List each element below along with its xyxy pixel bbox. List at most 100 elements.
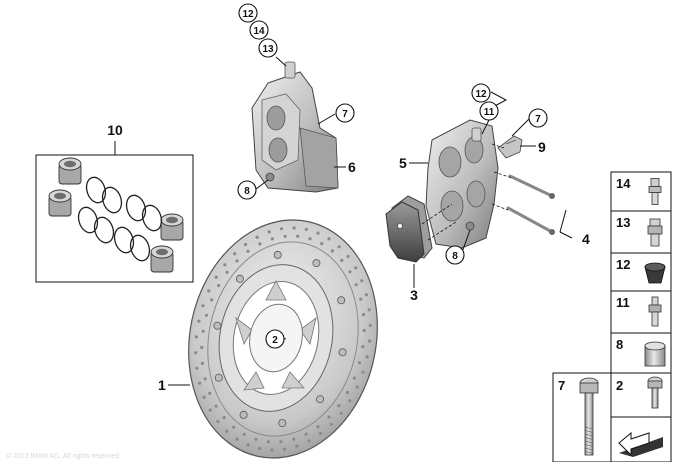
disc-hole	[202, 395, 206, 399]
disc-hole	[267, 230, 271, 234]
disc-hole	[354, 283, 358, 287]
disc-rivet	[312, 259, 321, 268]
callouts: 1 2 3 4 5 6 7 7 8 8 9 10 12 11 12 14 13	[107, 3, 590, 393]
piston	[160, 213, 184, 241]
disc-hole	[320, 242, 324, 246]
disc-hole	[194, 335, 198, 339]
disc-hole	[362, 328, 366, 333]
disc-hole	[201, 304, 205, 308]
disc-hole	[225, 429, 229, 433]
o-ring	[85, 176, 107, 204]
disc-hole	[308, 237, 312, 241]
disc-hole	[304, 227, 308, 231]
disc-hole	[235, 259, 239, 263]
disc-hole	[223, 263, 227, 267]
seal-kit-parts	[48, 157, 184, 273]
disc-hole	[292, 226, 296, 230]
disc-hole	[225, 270, 229, 274]
callout-3: 3	[410, 287, 418, 303]
disc-hole	[316, 231, 320, 235]
disc-hole	[232, 425, 236, 429]
disc-rivet	[213, 321, 222, 330]
caliper-right	[425, 119, 499, 249]
direction-arrow-icon	[618, 431, 663, 457]
caliper-left	[251, 61, 339, 193]
brake-pads	[385, 195, 433, 263]
disc-hole	[254, 437, 258, 441]
callout-11-right: 11	[484, 107, 495, 118]
disc-hole	[368, 323, 372, 327]
disc-hole	[200, 361, 205, 365]
disc-hole	[198, 381, 202, 385]
disc-hole	[216, 419, 220, 424]
callout-13-left: 13	[262, 44, 274, 55]
disc-hole	[270, 237, 274, 241]
disc-hole	[361, 370, 365, 374]
disc-carrier	[218, 264, 334, 412]
disc-hole	[242, 432, 246, 436]
thumb-label: 13	[616, 215, 630, 230]
disc-hole	[208, 391, 212, 395]
bush-sleeve-icon	[644, 341, 666, 367]
disc-rivet	[278, 419, 287, 428]
disc-hole	[304, 432, 308, 436]
disc-hole	[214, 404, 218, 408]
disc-rivet	[337, 296, 346, 305]
thumb-label: 11	[616, 295, 630, 310]
disc-hole	[364, 293, 368, 297]
disc-hole	[354, 266, 358, 270]
guide-pins	[506, 174, 555, 235]
piston	[48, 189, 72, 217]
disc-hole	[355, 385, 359, 389]
thumb-bush-sleeve: 8	[610, 332, 672, 374]
disc-hole	[352, 376, 356, 380]
disc-hole	[346, 254, 350, 259]
thumb-hollow-banjo-bolt: 14	[610, 171, 672, 212]
disc-hole	[204, 313, 209, 317]
callout-12-left: 12	[242, 9, 254, 20]
disc-hole	[258, 447, 262, 451]
disc-hole	[280, 227, 284, 231]
disc-hole	[295, 444, 299, 448]
disc-hole	[200, 345, 204, 350]
torx-screw-icon	[579, 377, 599, 456]
thumb-label: 2	[616, 378, 623, 393]
brake-disc	[188, 219, 378, 459]
thumb-bleed-screw: 11	[610, 290, 672, 334]
watermark: © 2013 BMW AG, All rights reserved	[6, 452, 119, 460]
disc-hole	[329, 422, 333, 426]
disc-hole	[208, 408, 212, 412]
piston	[150, 245, 174, 273]
thumb-label: 7	[558, 378, 565, 393]
disc-hole	[270, 448, 274, 452]
disc-rivet	[338, 348, 347, 357]
disc-hole	[318, 431, 323, 436]
thumb-disc-bolt: 2	[610, 372, 672, 418]
disc-hole	[217, 283, 221, 288]
disc-hole	[266, 440, 270, 444]
disc-hole	[348, 399, 352, 403]
disc-hole	[283, 234, 287, 238]
disc-hole	[201, 329, 205, 333]
seal-kit-box	[35, 141, 194, 283]
disc-hole	[207, 289, 211, 293]
bleed-valve-icon	[647, 218, 663, 247]
disc-hole	[258, 242, 262, 246]
disc-hole	[279, 440, 283, 444]
disc-bolt-icon	[647, 376, 663, 409]
disc-hole	[337, 245, 341, 249]
disc-hole	[359, 297, 363, 301]
thumb-label: 14	[616, 176, 631, 191]
disc-hole	[307, 439, 311, 443]
disc-hole	[337, 404, 341, 408]
disc-hole	[197, 319, 201, 323]
disc-rivet	[273, 250, 282, 259]
disc-hole	[210, 298, 214, 302]
disc-hole	[246, 249, 250, 253]
callout-7-left: 7	[342, 109, 348, 120]
piston	[58, 157, 82, 185]
disc-rivet	[316, 395, 325, 404]
callout-1: 1	[158, 377, 166, 393]
